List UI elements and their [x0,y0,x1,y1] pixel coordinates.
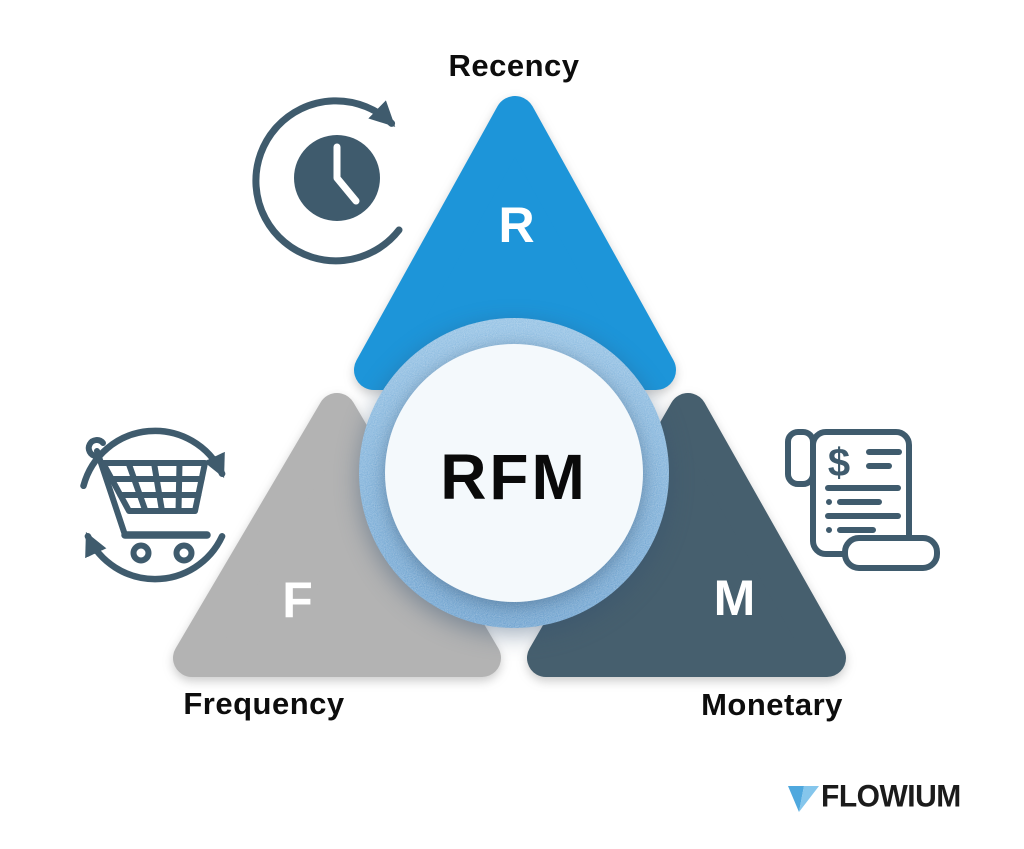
letter-f: F [282,572,314,628]
letter-r: R [498,197,536,253]
flowium-logo: FLOWIUM [786,779,961,815]
center-badge [359,318,669,628]
history-clock-icon [252,97,403,265]
center-circle [385,344,643,602]
cart-handle-hook [85,437,106,459]
frequency-label: Frequency [183,686,345,721]
letter-m: M [713,570,757,626]
recency-label: Recency [448,48,580,83]
clock-cycle-arrow [252,97,403,265]
receipt-bottom-curl [842,535,940,571]
receipt-icon: $ [785,429,940,571]
logo-mark-left-facet [788,786,804,812]
cart-wheel-left [130,542,152,564]
cart-glyph [85,437,211,564]
clock-hands [333,143,360,205]
receipt-lines [825,449,902,533]
logo-mark-right-facet [799,786,819,812]
cycle-arrow-bottom [84,532,226,583]
cart-wheel-right [173,542,195,564]
flowium-logo-mark [788,786,819,812]
receipt-top-curl [785,429,816,487]
flowium-logo-text: FLOWIUM [821,779,961,814]
dollar-sign: $ [828,441,850,485]
repeat-cart-icon [80,427,226,583]
cycle-arrow-top [80,427,226,490]
rfm-center-label: RFM [440,441,588,513]
cart-basket-grid [108,460,205,514]
monetary-label: Monetary [701,687,843,722]
